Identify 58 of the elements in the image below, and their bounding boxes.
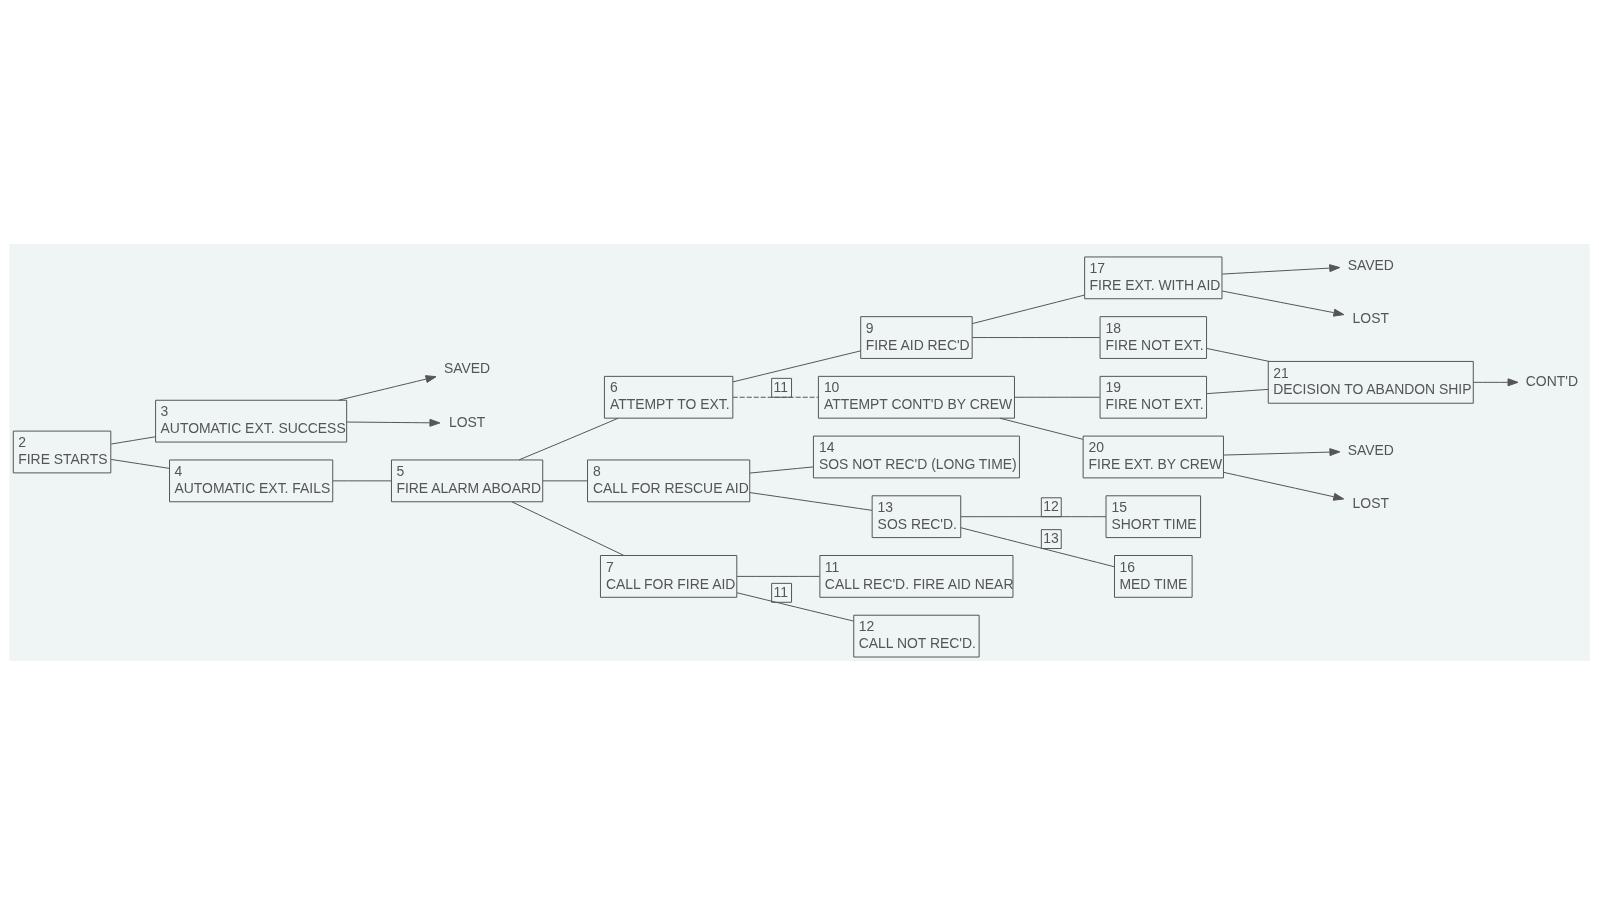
node-text: LOST [448, 413, 486, 430]
connector [110, 435, 157, 445]
connector [960, 515, 1107, 517]
node-box: 13 SOS REC'D. [871, 494, 962, 538]
node-text: SAVED [1347, 441, 1394, 458]
connector [736, 575, 821, 577]
node-box: 12 CALL NOT REC'D. [853, 614, 980, 657]
connector [971, 336, 1101, 338]
arrow [338, 374, 437, 401]
connector [736, 591, 855, 622]
node-box: 4 AUTOMATIC EXT. FAILS [169, 458, 334, 502]
connector [971, 294, 1085, 324]
node-text: SAVED [1347, 256, 1394, 273]
connector [1206, 388, 1269, 394]
edge-label: 13 [1043, 529, 1059, 546]
node-box: 2 FIRE STARTS [12, 430, 112, 473]
node-text: LOST [1352, 309, 1389, 326]
connector [732, 396, 819, 398]
node-box: 14 SOS NOT REC'D (LONG TIME) [812, 435, 1020, 478]
node-box: 7 CALL FOR FIRE AID [599, 554, 738, 598]
connector [110, 458, 170, 469]
edge-label: 11 [773, 378, 789, 395]
connector [1014, 396, 1101, 398]
node-box: 18 FIRE NOT EXT. [1099, 315, 1208, 359]
connector [1206, 347, 1270, 362]
node-box: 11 CALL REC'D. FIRE AID NEAR [819, 554, 1014, 598]
node-box: 5 FIRE ALARM ABOARD [390, 458, 544, 502]
node-box: 9 FIRE AID REC'D [860, 315, 973, 359]
arrow [346, 418, 441, 427]
connector [749, 465, 814, 474]
connector [749, 491, 873, 511]
node-text: SAVED [444, 359, 491, 376]
connector [332, 479, 392, 481]
node-box: 16 MED TIME [1114, 554, 1193, 598]
node-box: 10 ATTEMPT CONT'D BY CREW [817, 375, 1015, 419]
node-box: 15 SHORT TIME [1105, 494, 1202, 538]
node-box: 19 FIRE NOT EXT. [1099, 375, 1208, 419]
arrow [1223, 471, 1345, 501]
node-box: 3 AUTOMATIC EXT. SUCCESS [155, 399, 348, 443]
node-box: 21 DECISION TO ABANDON SHIP [1267, 360, 1474, 404]
connector [542, 479, 588, 481]
node-box: 20 FIRE EXT. BY CREW [1082, 435, 1224, 478]
node-text: CONT'D [1525, 372, 1578, 389]
arrow [1221, 263, 1341, 275]
arrow [1223, 447, 1341, 456]
connector [732, 349, 862, 382]
connector [511, 500, 625, 556]
arrow [1221, 290, 1345, 317]
connector [960, 526, 1115, 567]
node-box: 8 CALL FOR RESCUE AID [587, 458, 751, 502]
edge-label: 11 [773, 583, 789, 600]
connector [518, 417, 619, 460]
connector [999, 417, 1084, 440]
node-text: LOST [1352, 494, 1389, 511]
arrow [1472, 377, 1519, 386]
node-box: 6 ATTEMPT TO EXT. [603, 375, 734, 419]
edge-label: 12 [1043, 497, 1059, 514]
node-box: 17 FIRE EXT. WITH AID [1084, 255, 1223, 299]
